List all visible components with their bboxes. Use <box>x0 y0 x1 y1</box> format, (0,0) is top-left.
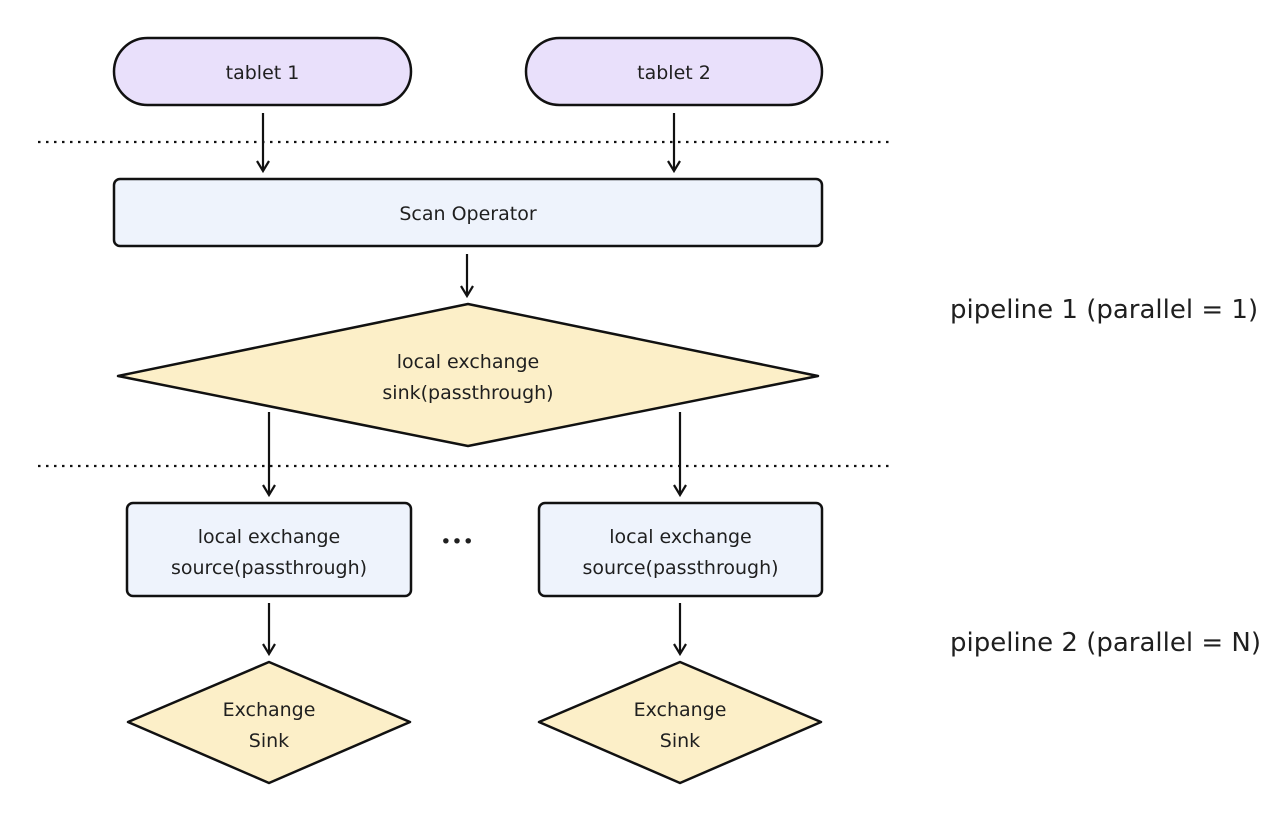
local-exchange-source-1-label-line-1: local exchange <box>198 526 341 548</box>
local-exchange-sink-node: local exchange sink(passthrough) <box>116 302 820 448</box>
pipeline-1-label: pipeline 1 (parallel = 1) <box>950 295 1258 325</box>
exchange-sink-1-label-line-2: Sink <box>249 730 289 752</box>
scan-operator-label: Scan Operator <box>399 203 536 225</box>
local-exchange-sink-label-line-1: local exchange <box>397 351 540 373</box>
local-exchange-source-1-node: local exchange source(passthrough) <box>125 501 413 598</box>
exchange-sink-2-node: Exchange Sink <box>537 660 823 785</box>
exchange-sink-1-label-line-1: Exchange <box>223 699 316 721</box>
exchange-sink-2-label-line-1: Exchange <box>634 699 727 721</box>
local-exchange-source-2-label-line-2: source(passthrough) <box>582 557 778 579</box>
tablet-2-node: tablet 2 <box>524 36 824 107</box>
exchange-sink-1-node: Exchange Sink <box>126 660 412 785</box>
local-exchange-source-2-node: local exchange source(passthrough) <box>537 501 824 598</box>
scan-operator-node: Scan Operator <box>112 177 824 248</box>
parallel-ellipsis: ••• <box>440 531 474 553</box>
local-exchange-sink-label-line-2: sink(passthrough) <box>382 382 553 404</box>
local-exchange-source-1-label-line-2: source(passthrough) <box>171 557 367 579</box>
exchange-sink-2-label-line-2: Sink <box>660 730 700 752</box>
local-exchange-source-2-label-line-1: local exchange <box>609 526 752 548</box>
tablet-1-node: tablet 1 <box>112 36 413 107</box>
tablet-2-label: tablet 2 <box>637 62 711 84</box>
pipeline-2-label: pipeline 2 (parallel = N) <box>950 628 1261 658</box>
tablet-1-label: tablet 1 <box>226 62 300 84</box>
